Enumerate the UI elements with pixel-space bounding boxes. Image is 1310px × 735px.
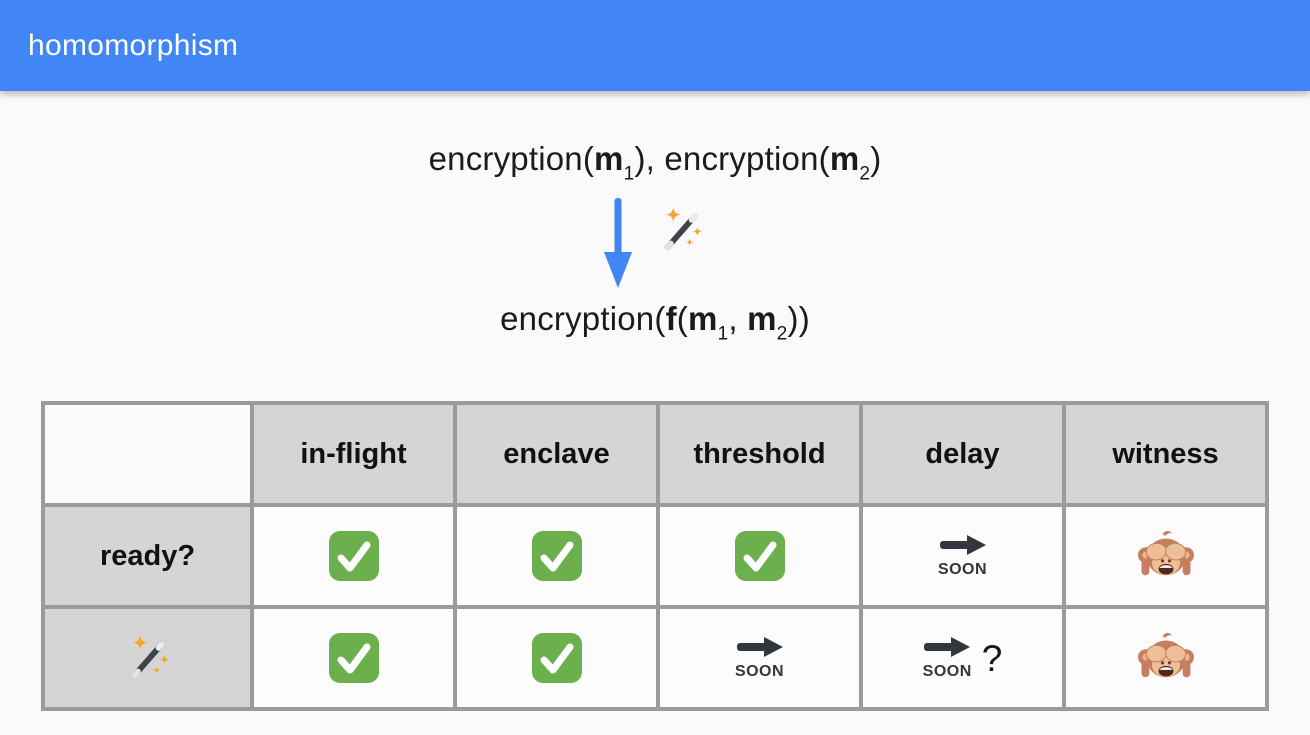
formula-text: encryption( — [500, 299, 666, 337]
encrypted-inputs-formula: encryption(m1), encryption(m2) — [0, 140, 1310, 186]
column-header-threshold: threshold — [656, 401, 863, 508]
cell-wand-delay: SOON ? — [859, 605, 1066, 712]
soon-label: SOON — [734, 662, 785, 680]
soon-icon: SOON — [938, 534, 987, 579]
soon-arrow-icon — [924, 636, 971, 657]
cell-wand-in-flight — [250, 605, 457, 712]
monkey-slot — [1066, 528, 1265, 584]
formula-subscript-2: 2 — [859, 163, 871, 185]
formula-subscript-1: 1 — [717, 323, 729, 345]
row-header-ready: ready? — [41, 503, 254, 610]
table-row-homomorphic: SOON SOON ? — [41, 605, 1269, 712]
column-header-delay: delay — [859, 401, 1066, 508]
formula-text: ) — [870, 140, 882, 177]
check-mark-icon — [328, 531, 379, 582]
soon-arrow-slot — [736, 636, 784, 658]
formula-fn-f: f — [665, 299, 677, 337]
soon-arrow-slot — [939, 534, 987, 556]
cell-wand-enclave — [453, 605, 660, 712]
check-mark-icon — [531, 531, 582, 582]
soon-icon: SOON — [923, 636, 972, 681]
transform-arrow-row — [0, 197, 1310, 294]
formula-var-m1: m — [687, 299, 718, 337]
arrow-down-slot — [602, 197, 634, 290]
homomorphism-diagram: encryption(m1), encryption(m2) encryptio… — [0, 140, 1310, 345]
cell-ready-threshold — [656, 503, 863, 610]
soon-arrow-slot — [923, 636, 971, 658]
soon-arrow-icon — [939, 534, 986, 555]
check-mark-icon — [734, 531, 785, 582]
formula-text: encryption( — [428, 140, 595, 177]
soon-label: SOON — [922, 662, 972, 680]
formula-var-m2: m — [747, 299, 777, 337]
formula-var-m2: m — [829, 140, 860, 177]
column-header-witness: witness — [1062, 401, 1269, 508]
see-no-evil-monkey-icon — [1137, 530, 1194, 576]
magic-wand-icon — [664, 205, 703, 250]
arrow-down-icon — [604, 197, 632, 288]
corner-cell — [41, 401, 254, 508]
row-header-magic-wand — [41, 605, 254, 712]
soon-label: SOON — [937, 560, 988, 578]
formula-text: )) — [787, 299, 810, 337]
page-title: homomorphism — [28, 28, 239, 62]
slide-title-bar: homomorphism — [0, 0, 1310, 91]
cell-ready-enclave — [453, 503, 660, 610]
cell-wand-threshold: SOON — [656, 605, 863, 712]
cell-ready-in-flight — [250, 503, 457, 610]
column-header-enclave: enclave — [453, 401, 660, 508]
cell-ready-witness — [1062, 503, 1269, 610]
check-mark-icon — [531, 633, 582, 684]
formula-subscript-2: 2 — [776, 323, 788, 345]
formula-subscript-1: 1 — [623, 163, 635, 185]
soon-arrow-icon — [736, 636, 783, 657]
cell-ready-delay: SOON — [859, 503, 1066, 610]
check-slot — [457, 530, 656, 582]
soon-icon: SOON — [735, 636, 784, 681]
check-slot — [457, 632, 656, 684]
readiness-matrix-wrap: in-flight enclave threshold delay witnes… — [0, 401, 1310, 712]
cell-wand-witness — [1062, 605, 1269, 712]
check-slot — [254, 632, 453, 684]
readiness-table: in-flight enclave threshold delay witnes… — [41, 401, 1269, 712]
wand-slot — [45, 631, 250, 685]
check-slot — [660, 530, 859, 582]
formula-text: ), encryption( — [634, 140, 830, 177]
check-mark-icon — [328, 633, 379, 684]
formula-text: ( — [676, 299, 688, 337]
formula-text: , — [728, 299, 748, 337]
magic-wand-icon — [131, 634, 170, 679]
check-slot — [254, 530, 453, 582]
column-header-in-flight: in-flight — [250, 401, 457, 508]
table-header-row: in-flight enclave threshold delay witnes… — [41, 401, 1269, 508]
magic-wand-slot — [654, 203, 708, 257]
encrypted-result-formula: encryption(f(m1, m2)) — [0, 300, 1310, 346]
question-mark: ? — [981, 637, 1003, 679]
formula-var-m1: m — [594, 140, 624, 177]
see-no-evil-monkey-icon — [1137, 632, 1194, 678]
monkey-slot — [1066, 630, 1265, 686]
table-row-ready: ready? SOON — [41, 503, 1269, 610]
